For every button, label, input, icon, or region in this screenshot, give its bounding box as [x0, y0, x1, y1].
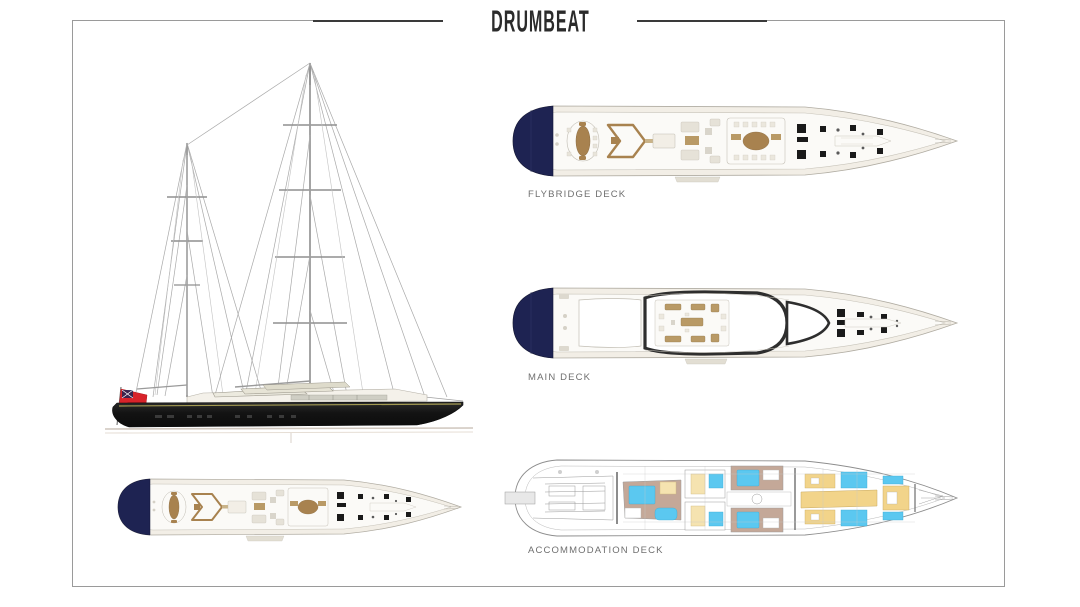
document-title: DRUMBEAT: [490, 3, 590, 39]
main-deck-svg: [512, 287, 959, 365]
main-deck-label: MAIN DECK: [528, 372, 592, 383]
main-rig: [186, 62, 464, 402]
overview-deck-plan: [112, 472, 467, 544]
overview-deck-svg: [117, 478, 463, 542]
accommodation-deck-svg: [504, 459, 959, 537]
profile-hull: [104, 401, 474, 443]
profile-superstructure: [186, 381, 428, 404]
flybridge-deck-label: FLYBRIDGE DECK: [528, 189, 627, 200]
title-rule-right-icon: [637, 20, 768, 22]
mizzen-rig: [134, 142, 264, 398]
title-block: DRUMBEAT: [0, 0, 1080, 42]
crew-cabins-zone: [882, 475, 910, 521]
profile-view-panel: [95, 45, 495, 445]
accommodation-deck-plan: [504, 448, 965, 548]
sailing-profile-svg: [104, 62, 474, 443]
flybridge-deck-svg: [512, 105, 959, 183]
title-rule-left-icon: [312, 20, 443, 22]
main-deck-plan: [505, 280, 965, 366]
title-frame-mask: [430, 12, 670, 32]
flybridge-deck-plan: [505, 98, 965, 184]
galley-crew-zone: [800, 471, 878, 527]
accommodation-deck-label: ACCOMMODATION DECK: [528, 545, 664, 556]
master-suite-zone: [622, 479, 682, 521]
